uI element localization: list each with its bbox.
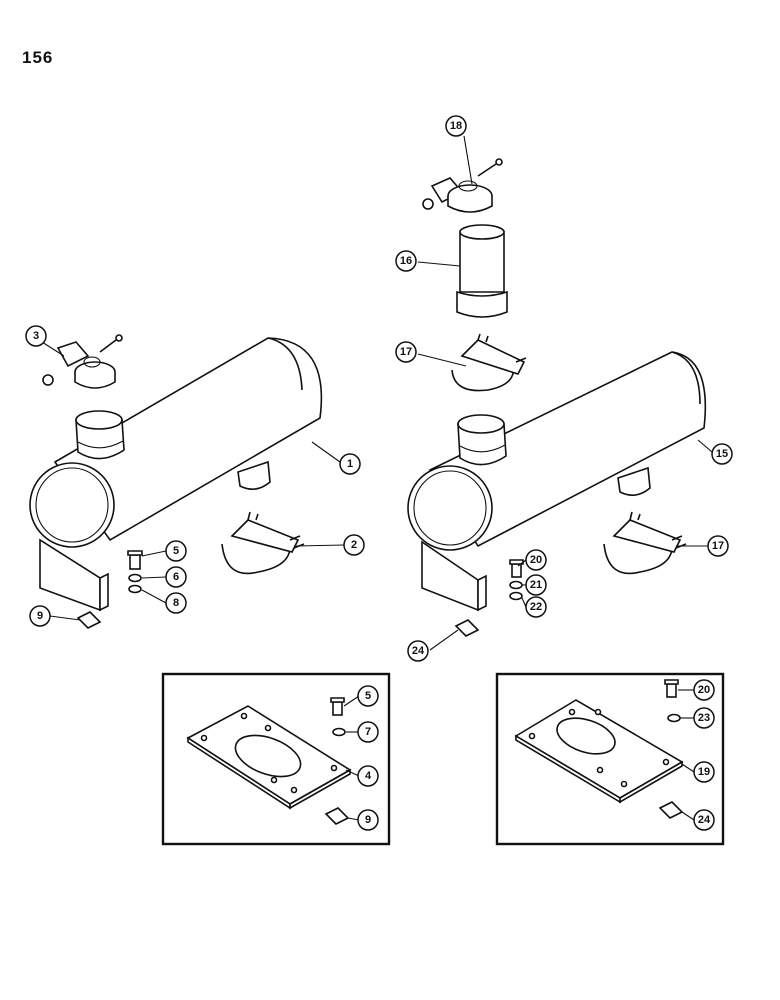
callout-6: 6 — [165, 566, 187, 588]
callout-5-upper-left: 5 — [165, 540, 187, 562]
muffler-left — [29, 337, 323, 612]
callout-20-upper-right: 20 — [525, 549, 547, 571]
callout-16: 16 — [395, 250, 417, 272]
callout-24-upper-right: 24 — [407, 640, 429, 662]
callout-9-upper-left: 9 — [29, 605, 51, 627]
svg-text:3: 3 — [33, 330, 39, 342]
svg-text:9: 9 — [365, 814, 371, 826]
svg-text:24: 24 — [412, 645, 425, 657]
svg-text:8: 8 — [173, 597, 179, 609]
callout-9-inset-left: 9 — [357, 809, 379, 831]
clamp-right-upper — [451, 333, 527, 392]
callout-24-inset-right: 24 — [693, 809, 715, 831]
callout-23: 23 — [693, 707, 715, 729]
inset-box-right — [495, 672, 725, 846]
callout-5-inset-left: 5 — [357, 685, 379, 707]
svg-text:7: 7 — [365, 726, 371, 738]
exhaust-pipe-right — [456, 224, 508, 318]
page-number: 156 — [22, 48, 54, 67]
exhaust-cap-right — [422, 158, 503, 213]
svg-text:24: 24 — [698, 814, 711, 826]
hardware-left — [76, 550, 143, 629]
svg-text:17: 17 — [400, 346, 412, 358]
callout-19: 19 — [693, 761, 715, 783]
svg-text:21: 21 — [530, 579, 542, 591]
clamp-right-lower — [603, 511, 687, 575]
svg-text:9: 9 — [37, 610, 43, 622]
svg-text:22: 22 — [530, 601, 542, 613]
hardware-right — [454, 559, 524, 637]
callout-17-upper: 17 — [395, 341, 417, 363]
clamp-left — [221, 511, 305, 575]
svg-text:19: 19 — [698, 766, 710, 778]
inset-box-left — [161, 672, 391, 846]
svg-text:20: 20 — [530, 554, 542, 566]
callout-3: 3 — [25, 325, 47, 347]
svg-text:17: 17 — [712, 540, 724, 552]
svg-text:18: 18 — [450, 120, 462, 132]
svg-text:4: 4 — [365, 770, 372, 782]
callout-21: 21 — [525, 574, 547, 596]
callout-2: 2 — [343, 534, 365, 556]
exhaust-cap-left — [42, 334, 123, 389]
svg-text:16: 16 — [400, 255, 412, 267]
callout-4: 4 — [357, 765, 379, 787]
svg-text:15: 15 — [716, 448, 728, 460]
callout-1: 1 — [339, 453, 361, 475]
svg-text:1: 1 — [347, 458, 353, 470]
callout-17-lower: 17 — [707, 535, 729, 557]
svg-text:23: 23 — [698, 712, 710, 724]
callout-18: 18 — [445, 115, 467, 137]
callout-22: 22 — [525, 596, 547, 618]
svg-text:5: 5 — [173, 545, 179, 557]
callout-20-inset-right: 20 — [693, 679, 715, 701]
callout-8: 8 — [165, 592, 187, 614]
callout-15: 15 — [711, 443, 733, 465]
svg-text:2: 2 — [351, 539, 357, 551]
svg-text:20: 20 — [698, 684, 710, 696]
muffler-right — [407, 351, 707, 612]
callout-7: 7 — [357, 721, 379, 743]
svg-text:6: 6 — [173, 571, 179, 583]
svg-text:5: 5 — [365, 690, 371, 702]
